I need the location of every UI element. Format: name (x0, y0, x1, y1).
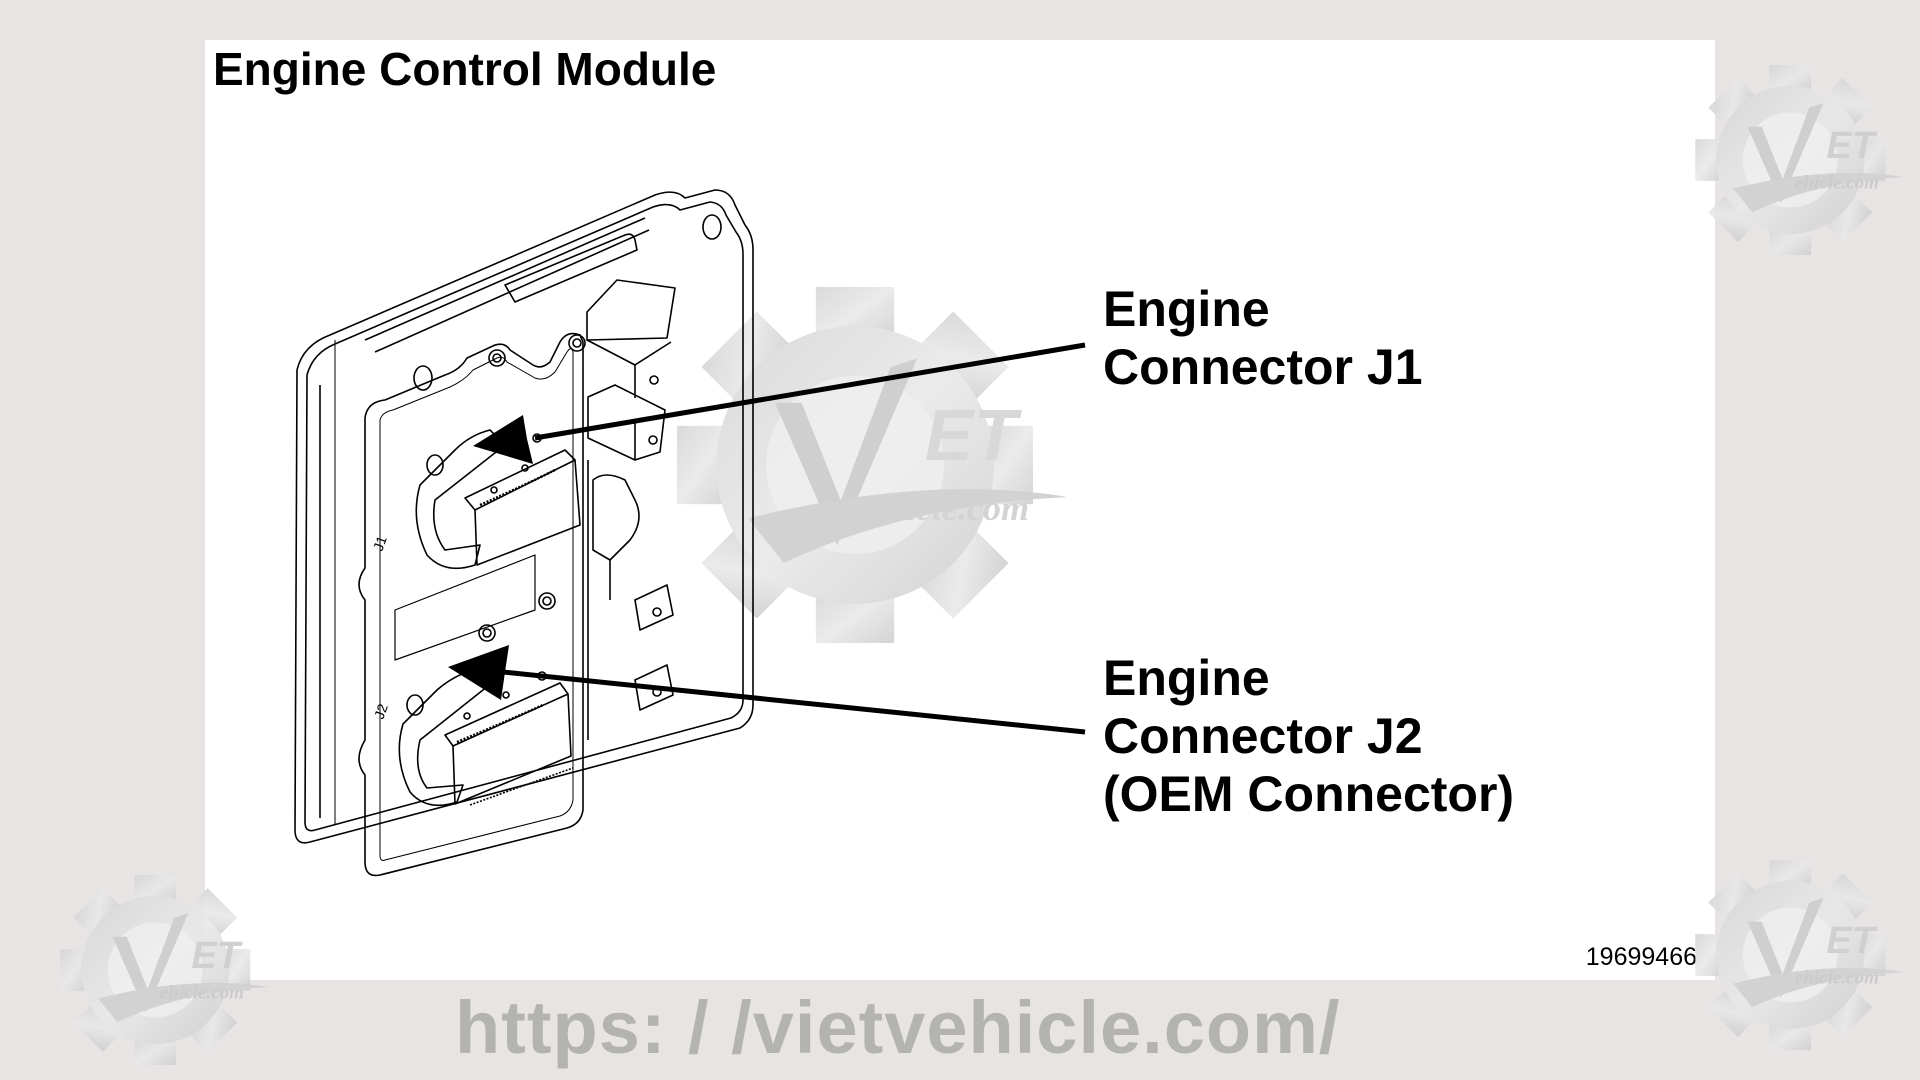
ecm-illustration: J1 J2 (294, 189, 1086, 877)
svg-text:ET: ET (1826, 125, 1877, 167)
svg-text:J2: J2 (371, 701, 391, 721)
callout-arrow-j1 (473, 342, 1086, 464)
watermark-logo-bottom-left: ET ehicle.com (60, 875, 270, 1065)
watermark-logo-bottom-right: ET ehicle.com (1695, 860, 1905, 1050)
ecm-side-blocks (586, 279, 676, 740)
watermark-logo-et: ET (925, 396, 1023, 476)
ecm-housing (294, 189, 754, 844)
module-marking-j1: J1 (370, 533, 390, 553)
callout-label-j2: Engine Connector J2 (OEM Connector) (1103, 650, 1515, 822)
callout-arrow-j2 (448, 645, 1086, 735)
diagram-panel: Engine Control Module ET ehicle.com (205, 40, 1715, 980)
watermark-logo-center: ET ehicle.com (677, 287, 1065, 643)
connector-j1 (415, 429, 581, 570)
watermark-logo-top-right: ET ehicle.com (1695, 65, 1905, 255)
callout-label-j1: Engine Connector J1 (1103, 281, 1423, 395)
svg-text:J1: J1 (370, 533, 390, 553)
figure-number: 19699466 (1585, 943, 1697, 971)
diagram-title: Engine Control Module (213, 43, 717, 95)
watermark-url: https: / /vietvehicle.com/ (455, 986, 1341, 1069)
svg-text:ehicle.com: ehicle.com (1795, 968, 1879, 989)
watermark-logo-domain: ehicle.com (870, 488, 1029, 528)
svg-text:ET: ET (1826, 920, 1877, 962)
svg-text:ehicle.com: ehicle.com (160, 983, 244, 1004)
svg-text:ET: ET (191, 935, 242, 977)
svg-text:ehicle.com: ehicle.com (1795, 173, 1879, 194)
module-marking-j2: J2 (371, 701, 391, 721)
ecm-connector-plate (358, 332, 586, 877)
